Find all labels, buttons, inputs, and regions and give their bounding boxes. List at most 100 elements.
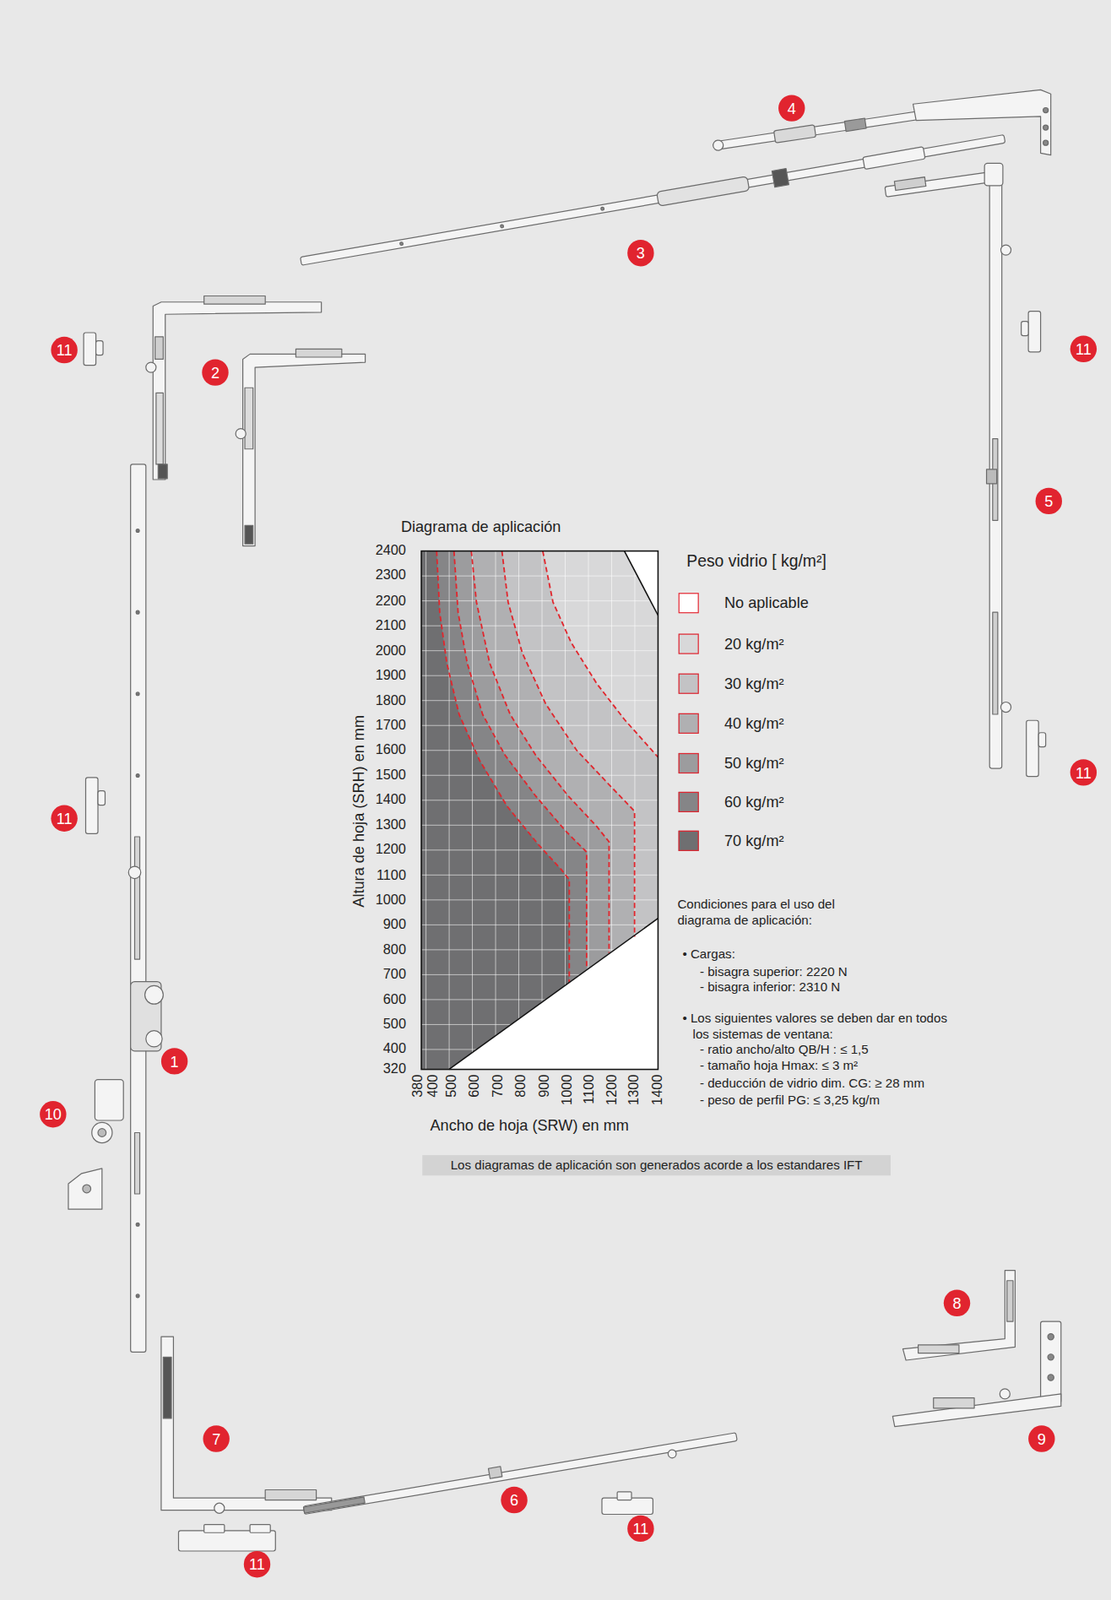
catch [986,469,998,484]
top-rail [500,224,505,228]
detail [244,387,254,450]
bottom-rail [303,1432,738,1515]
legend-swatch [678,791,700,813]
axis-tick: 1900 [375,666,407,684]
callout-number: 6 [509,1492,519,1508]
keeper [83,332,97,366]
callout-number: 11 [249,1556,266,1572]
keeper [249,1524,271,1534]
callout-number: 11 [1075,341,1092,357]
axis-title: Altura de hoja (SRH) en mm [349,715,369,908]
limit-curve [454,551,587,971]
hole [1043,124,1049,131]
axis-tick: 900 [383,916,407,934]
keeper [86,777,99,834]
legend-text: No aplicable [724,593,809,613]
detail [244,525,254,544]
legend-text: 20 kg/m² [724,634,785,654]
grid-line [421,625,658,627]
roller [214,1502,225,1513]
callout-number: 11 [1075,764,1092,781]
keeper [92,1121,113,1143]
callout-number: 11 [632,1520,649,1536]
axis-tick: 2000 [375,642,407,660]
axis-tick: 2400 [375,542,407,560]
callout-circle [202,1425,229,1452]
roller [1000,701,1011,712]
hole [97,1128,107,1138]
axis-tick: 1100 [376,867,407,884]
chart-title: Diagrama de aplicación [401,517,561,537]
axis-tick: 1600 [375,742,407,759]
roller [128,866,141,879]
not-applicable-region [624,551,659,616]
axis-tick: 1800 [375,692,407,710]
grid-line [495,551,497,1070]
condition-note: Condiciones para el uso del diagrama de … [677,895,872,929]
condition-note: - peso de perfil PG: ≤ 3,25 kg/m [699,1093,880,1109]
hole [1043,108,1049,114]
axis-tick: 1200 [603,1074,620,1106]
keeper [94,1079,124,1121]
corner-drive [161,1336,332,1510]
callout-number: 7 [211,1430,221,1447]
callout-number: 4 [787,100,797,116]
roller [146,362,157,373]
condition-note: - deducción de vidrio dim. CG: ≥ 28 mm [699,1075,925,1091]
slot [135,836,141,960]
corner-drive [243,353,366,546]
callout-number: 2 [211,364,220,380]
limit-curve [542,551,659,758]
legend-swatch [678,713,700,734]
axis-tick: 700 [383,966,407,984]
callout-number: 3 [636,245,645,261]
axis-tick: 1300 [375,817,407,835]
limit-line [449,918,659,1070]
axis-tick: 380 [410,1074,427,1098]
callout-circle [1070,758,1097,786]
callout-number: 5 [1044,493,1053,509]
axis-tick: 1300 [626,1074,643,1106]
hole [1047,1333,1054,1340]
legend-text: 40 kg/m² [724,714,785,733]
axis-tick: 2100 [375,617,407,635]
condition-note: - bisagra superior: 2220 N [699,964,848,981]
callout-circle [243,1550,271,1578]
chart-region [421,551,658,1070]
keeper [96,341,103,356]
detail [1007,1280,1014,1322]
top-rail [601,206,605,211]
callout-circle [1070,336,1097,363]
legend-swatch [678,830,700,851]
hole [82,1184,92,1193]
limit-curve [471,551,609,954]
grid-line [421,899,658,900]
legend-swatch [678,753,700,774]
axis-tick: 1400 [375,791,407,809]
bottom-rail [488,1466,503,1479]
condition-note: - tamaño hoja Hmax: ≤ 3 m² [699,1058,858,1074]
hole [135,529,140,533]
callout-number: 11 [56,341,73,358]
callout-circle [50,336,77,364]
axis-tick: 400 [383,1040,407,1058]
detail [265,1489,316,1500]
bottom-rail [667,1448,678,1458]
legend-swatch [678,592,700,613]
axis-tick: 1000 [375,891,407,909]
axis-title: Ancho de hoja (SRW) en mm [429,1116,629,1135]
hole [135,774,140,778]
legend-text: 70 kg/m² [724,831,785,851]
top-rail [300,135,1006,266]
grid-line [449,551,450,1070]
slot [135,1132,141,1194]
stay-arm [712,139,725,152]
top-rail [399,242,403,246]
hole [135,1294,140,1298]
callout-number: 10 [44,1106,62,1122]
callout-circle [500,1486,527,1513]
grid-line [421,874,658,876]
grid-line [541,551,543,1070]
